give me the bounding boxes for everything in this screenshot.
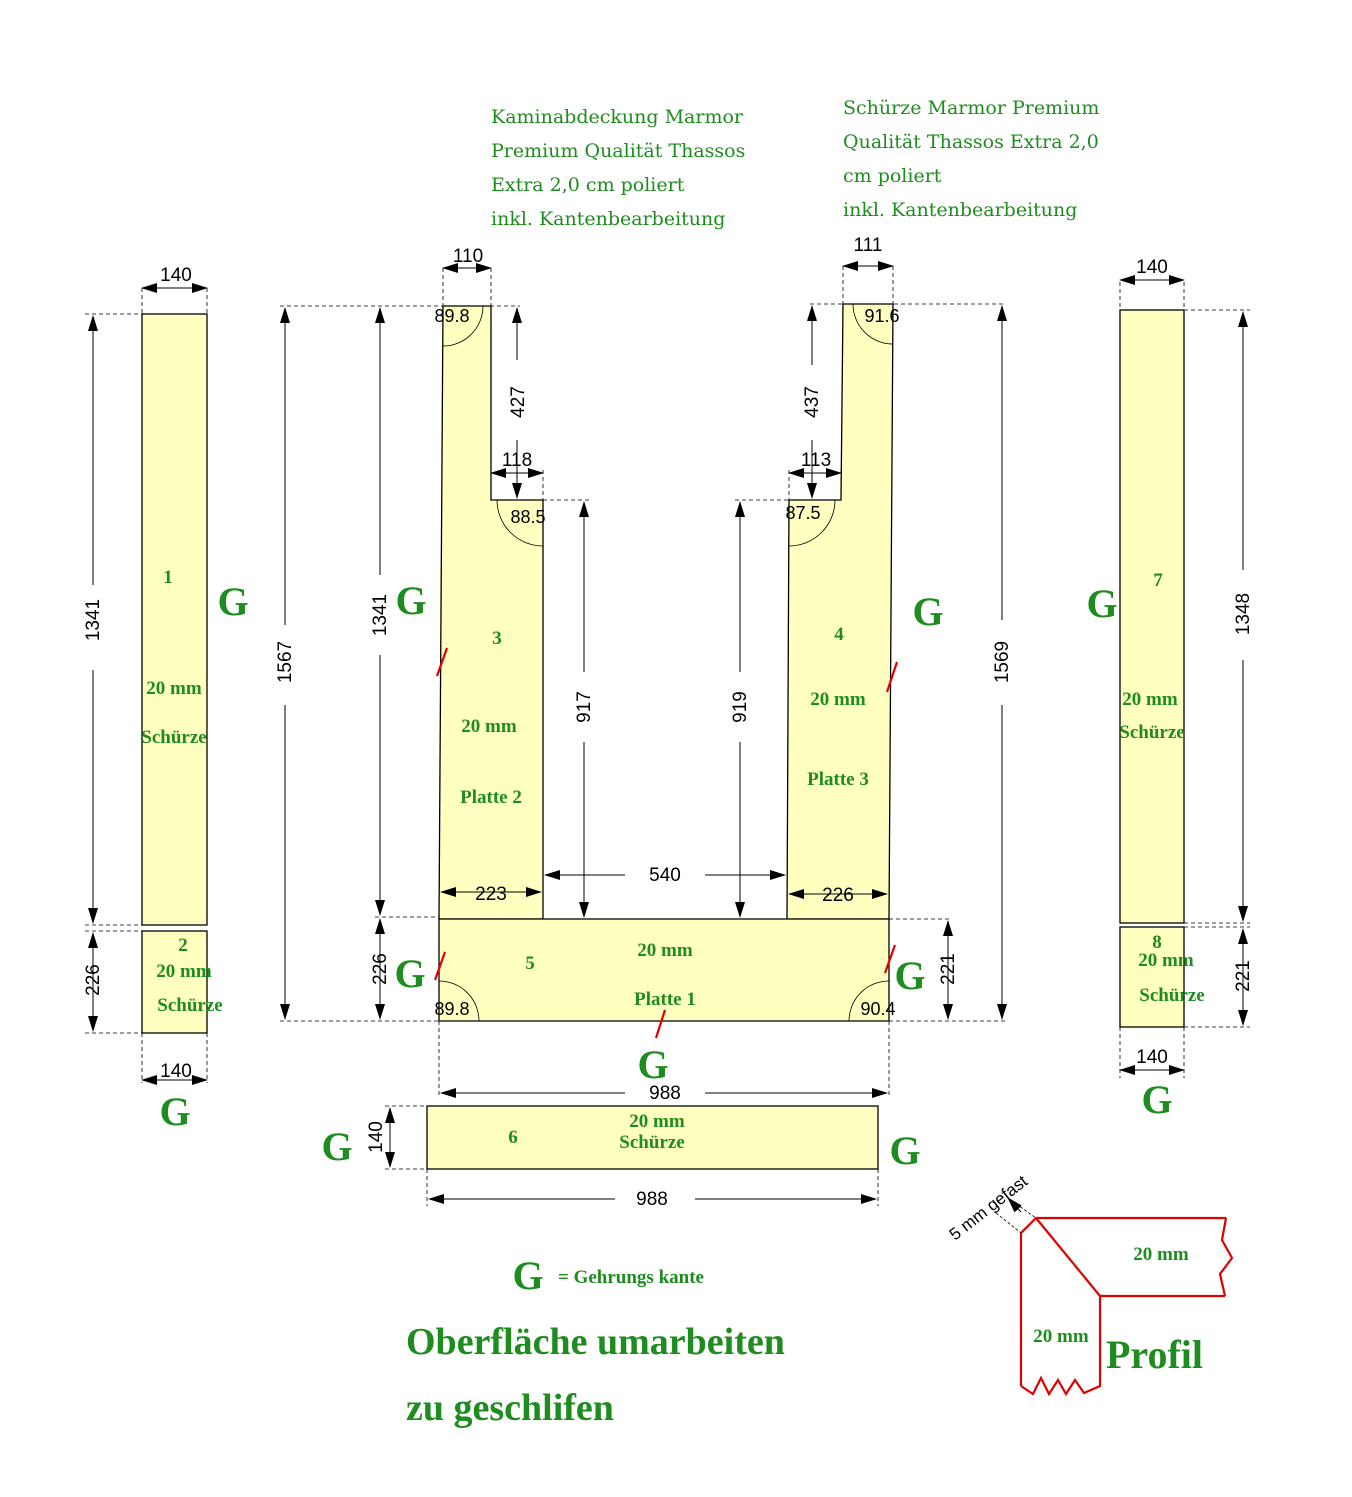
mitre-marker: G [1086, 581, 1117, 626]
piece-4-thickness: 20 mm [810, 689, 866, 710]
piece-8 [1119, 926, 1185, 1028]
dim-h919: 919 [730, 691, 751, 723]
dim-h226-a: 226 [83, 964, 104, 996]
dim-w113: 113 [801, 450, 831, 471]
dim-w140-d: 140 [1136, 1047, 1168, 1068]
piece-2-thickness: 20 mm [156, 961, 212, 982]
piece-4-number: 4 [834, 624, 844, 645]
piece-1-thickness: 20 mm [146, 678, 202, 699]
dim-h1341-b: 1341 [370, 594, 391, 636]
piece-8-thickness: 20 mm [1138, 950, 1194, 971]
angle-a1: 89.8 [434, 306, 469, 326]
dim-h1569: 1569 [992, 641, 1013, 683]
piece-2 [141, 930, 208, 1034]
dim-h1567: 1567 [275, 641, 296, 683]
dim-w223: 223 [475, 884, 507, 905]
piece-6-number: 6 [508, 1127, 518, 1148]
dim-w110: 110 [453, 246, 483, 267]
dim-w118: 118 [502, 450, 532, 471]
piece-1 [141, 313, 208, 926]
dim-h221-b: 221 [1233, 960, 1254, 992]
angle-a2: 88.5 [510, 507, 545, 527]
angle-a4: 87.5 [785, 503, 820, 523]
surface-note-line1: Oberfläche umarbeiten [406, 1321, 785, 1363]
dim-w540: 540 [649, 865, 681, 886]
piece-7-number: 7 [1153, 570, 1163, 591]
piece-2-label: Schürze [157, 995, 222, 1016]
mitre-marker: G [894, 953, 925, 998]
mitre-marker: G [889, 1128, 920, 1173]
piece-8-number: 8 [1152, 932, 1162, 953]
profile-side-thickness: 20 mm [1033, 1326, 1089, 1347]
dim-h1348: 1348 [1233, 593, 1254, 635]
piece-3-label: Platte 2 [460, 787, 522, 808]
mitre-marker: G [321, 1124, 352, 1169]
surface-note-line2: zu geschlifen [406, 1387, 614, 1429]
angle-a6: 90.4 [860, 999, 895, 1019]
dim-h140: 140 [366, 1121, 387, 1153]
dim-h427: 427 [508, 386, 529, 418]
mitre-marker: G [395, 578, 426, 623]
piece-8-label: Schürze [1139, 985, 1204, 1006]
dim-w140-a: 140 [160, 265, 192, 286]
piece-5-label: Platte 1 [634, 989, 696, 1010]
dim-h917: 917 [574, 691, 595, 723]
profile-title: Profil [1106, 1332, 1203, 1377]
dim-w140-b: 140 [160, 1061, 192, 1082]
piece-7 [1119, 309, 1185, 924]
piece-4-label: Platte 3 [807, 769, 869, 790]
dim-h221-a: 221 [938, 953, 959, 985]
piece-5-thickness: 20 mm [637, 940, 693, 961]
piece-3-thickness: 20 mm [461, 716, 517, 737]
dim-w988-b: 988 [636, 1189, 668, 1210]
dim-w140-c: 140 [1136, 257, 1168, 278]
piece-3-number: 3 [492, 628, 502, 649]
dim-w226: 226 [822, 885, 854, 906]
dim-h437: 437 [802, 386, 823, 418]
piece-7-label: Schürze [1119, 722, 1184, 743]
piece-1-label: Schürze [141, 727, 206, 748]
piece-1-number: 1 [163, 567, 173, 588]
note-apron: Schürze Marmor Premium Qualität Thassos … [843, 97, 1100, 221]
note-fireplace-cover: Kaminabdeckung Marmor Premium Qualität T… [491, 106, 746, 230]
piece-6 [426, 1105, 879, 1170]
dim-h1341-a: 1341 [83, 599, 104, 641]
dim-w111: 111 [854, 235, 883, 256]
mitre-marker: G [217, 579, 248, 624]
dim-h226-b: 226 [370, 953, 391, 985]
profile-top-thickness: 20 mm [1133, 1244, 1189, 1265]
mitre-marker: G [394, 951, 425, 996]
piece-2-number: 2 [178, 935, 188, 956]
profile-chamfer-label: 5 mm gefast [946, 1171, 1032, 1244]
piece-6-label: Schürze [619, 1132, 684, 1153]
angle-a5: 89.8 [434, 999, 469, 1019]
piece-6-thickness: 20 mm [629, 1111, 685, 1132]
legend-text: = Gehrungs kante [558, 1267, 704, 1288]
mitre-marker: G [637, 1042, 668, 1087]
piece-7-thickness: 20 mm [1122, 689, 1178, 710]
angle-a3: 91.6 [864, 306, 899, 326]
piece-5-number: 5 [525, 953, 535, 974]
dim-w988-a: 988 [649, 1083, 681, 1104]
mitre-marker: G [912, 589, 943, 634]
legend-symbol: G [512, 1253, 543, 1298]
mitre-marker: G [159, 1089, 190, 1134]
mitre-marker: G [1141, 1077, 1172, 1122]
